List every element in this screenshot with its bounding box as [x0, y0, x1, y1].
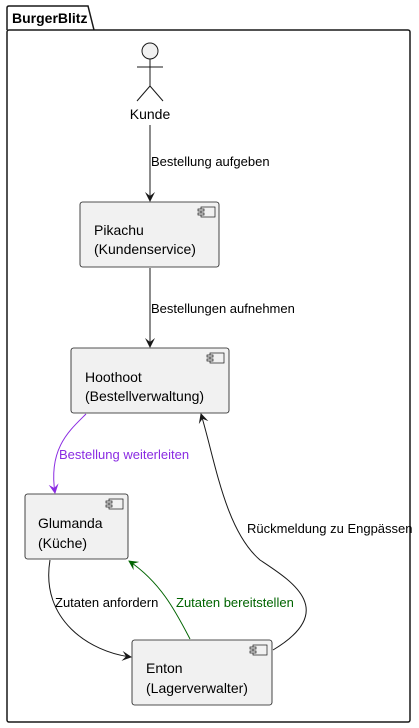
component-enton: Enton (Lagerverwalter) — [131, 639, 273, 706]
edge-hoothoot-to-glumanda: Bestellung weiterleiten — [48, 413, 189, 494]
component-pikachu: Pikachu (Kundenservice) — [79, 201, 220, 268]
component-icon — [197, 206, 216, 218]
edge-label-bestellung-weiterleiten: Bestellung weiterleiten — [59, 447, 189, 462]
actor-stick-figure-icon — [136, 42, 164, 102]
edge-label-rueckmeldung-zu-engpaessen: Rückmeldung zu Engpässen — [247, 521, 413, 536]
component-hoothoot: Hoothoot (Bestellverwaltung) — [70, 347, 230, 414]
component-enton-name: Enton — [146, 660, 183, 676]
edge-label-zutaten-anfordern: Zutaten anfordern — [55, 595, 158, 610]
edge-kunde-to-pikachu: Bestellung aufgeben — [145, 125, 270, 202]
actor-kunde: Kunde — [130, 42, 171, 122]
edge-label-zutaten-bereitstellen: Zutaten bereitstellen — [176, 595, 294, 610]
component-pikachu-name: Pikachu — [94, 222, 144, 238]
edge-enton-to-hoothoot: Rückmeldung zu Engpässen — [198, 413, 413, 651]
edge-label-bestellungen-aufnehmen: Bestellungen aufnehmen — [151, 301, 295, 316]
component-enton-role: (Lagerverwalter) — [146, 680, 248, 696]
edge-enton-to-glumanda: Zutaten bereitstellen — [128, 560, 294, 640]
component-icon — [206, 352, 225, 364]
component-icon — [249, 644, 268, 656]
edge-pikachu-to-hoothoot: Bestellungen aufnehmen — [145, 268, 295, 348]
component-hoothoot-role: (Bestellverwaltung) — [85, 388, 204, 404]
component-glumanda-role: (Küche) — [38, 535, 87, 551]
component-hoothoot-name: Hoothoot — [85, 369, 142, 385]
component-glumanda-name: Glumanda — [38, 515, 103, 531]
package-title: BurgerBlitz — [12, 10, 87, 26]
component-pikachu-role: (Kundenservice) — [94, 241, 196, 257]
package-burgerblitz: BurgerBlitz — [6, 5, 411, 723]
component-icon — [105, 498, 124, 510]
component-glumanda: Glumanda (Küche) — [24, 493, 129, 560]
edge-glumanda-to-enton: Zutaten anfordern — [48, 559, 158, 661]
edge-label-bestellung-aufgeben: Bestellung aufgeben — [151, 154, 270, 169]
actor-label: Kunde — [130, 106, 171, 122]
